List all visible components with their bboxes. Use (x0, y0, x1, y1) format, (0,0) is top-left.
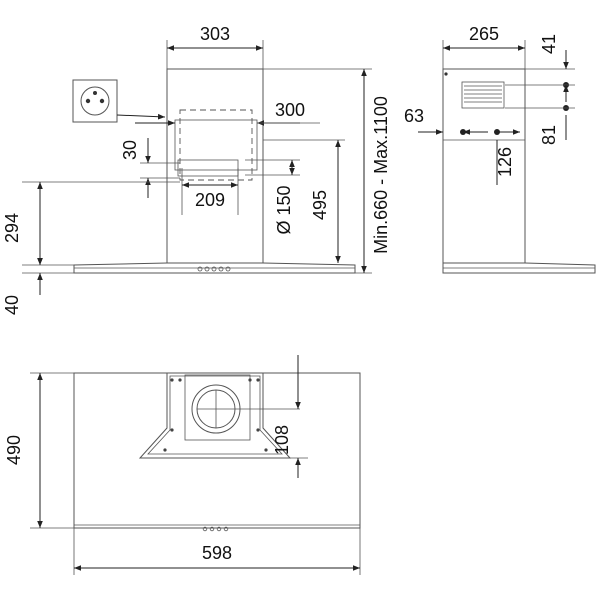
label-108: 108 (272, 425, 292, 455)
label-150: Ø 150 (274, 185, 294, 234)
vent-grille (461, 81, 505, 109)
dim-40: 40 (2, 248, 74, 315)
label-598: 598 (202, 543, 232, 563)
side-canopy-outline (442, 262, 596, 274)
top-control-buttons (202, 526, 229, 532)
label-41: 41 (539, 34, 559, 54)
dim-265: 265 (442, 24, 526, 69)
label-300: 300 (275, 100, 305, 120)
dim-150: Ø 150 (245, 159, 300, 235)
top-chimney-inner (147, 375, 283, 455)
dim-126: 126 (495, 140, 515, 185)
power-socket-icon (72, 79, 118, 123)
chimney-outline (166, 68, 264, 264)
dim-303: 303 (166, 24, 264, 69)
dim-300: 300 (135, 100, 320, 126)
duct-dashed (179, 109, 253, 181)
dim-294: 294 (2, 181, 180, 265)
label-30: 30 (120, 140, 140, 160)
label-209: 209 (195, 190, 225, 210)
dim-height-range: Min.660 - Max.1100 (263, 68, 391, 274)
label-63: 63 (404, 106, 424, 126)
front-view (72, 68, 356, 274)
label-265: 265 (469, 24, 499, 44)
dim-209: 209 (181, 168, 239, 215)
motor-plate (184, 374, 251, 441)
control-buttons (197, 266, 231, 272)
label-81: 81 (539, 125, 559, 145)
top-view (73, 372, 361, 532)
duct-inner (174, 119, 258, 171)
label-126: 126 (495, 147, 515, 177)
mounting-holes (163, 378, 268, 452)
dim-41: 41 (505, 34, 575, 102)
label-294: 294 (2, 213, 22, 243)
dim-490: 490 (4, 372, 74, 529)
dim-30: 30 (120, 138, 180, 198)
outlet-rect (177, 159, 239, 177)
label-495: 495 (310, 190, 330, 220)
label-303: 303 (200, 24, 230, 44)
label-490: 490 (4, 435, 24, 465)
dim-81: 81 (505, 107, 575, 145)
top-canopy-outline (73, 372, 361, 529)
top-chimney-base (138, 372, 292, 459)
dim-598: 598 (73, 528, 361, 575)
side-view (442, 68, 596, 274)
dim-63: 63 (404, 106, 520, 135)
label-height-range: Min.660 - Max.1100 (371, 96, 391, 254)
dim-108: 108 (263, 355, 308, 478)
dim-495: 495 (263, 139, 345, 263)
label-40: 40 (2, 295, 22, 315)
